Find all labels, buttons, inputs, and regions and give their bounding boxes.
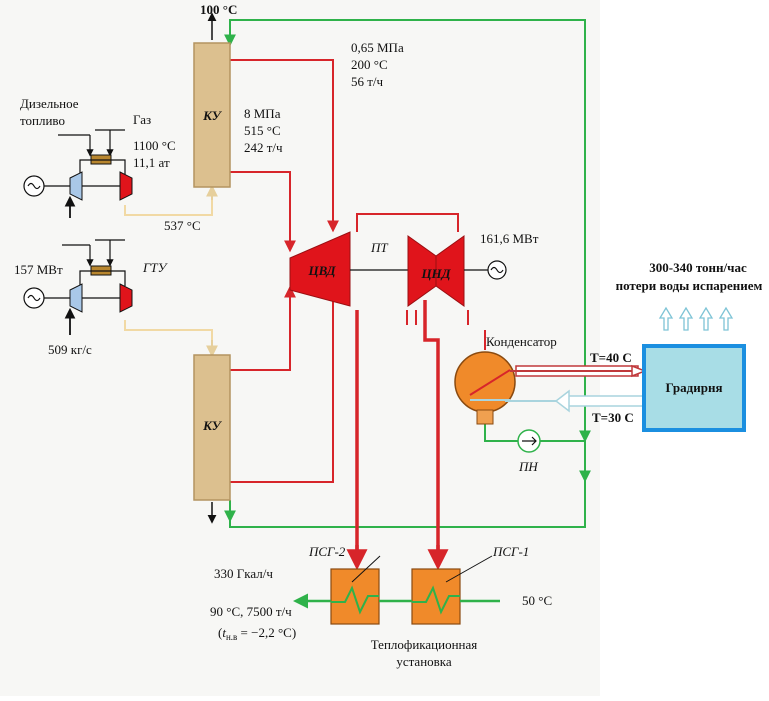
lp-cylinder-right	[435, 235, 465, 307]
gtu-label: ГТУ	[142, 260, 169, 275]
fuel-diesel-label-2: топливо	[20, 113, 65, 128]
ku-top-label: КУ	[202, 108, 223, 123]
turbine-icon	[119, 283, 133, 313]
evaporation-arrows	[658, 306, 734, 331]
psg2-leader	[351, 555, 381, 583]
hp-pressure-label: 8 МПа	[244, 106, 281, 121]
heating-label-1: Теплофикационная	[371, 637, 478, 652]
hp-cylinder	[289, 231, 351, 307]
gt-temp-label: 1100 °С	[133, 138, 176, 153]
gt-power-label: 157 МВт	[14, 262, 63, 277]
st-power-label: 161,6 МВт	[480, 231, 539, 246]
pt-label: ПТ	[370, 240, 388, 255]
air-flow-label: 509 кг/с	[48, 342, 92, 357]
t-hot-label: T=40 С	[590, 350, 632, 365]
gt-pressure-label: 11,1 ат	[133, 155, 170, 170]
compressor-icon	[69, 283, 83, 313]
condenser	[454, 351, 516, 413]
heat-recovery-boiler-top	[193, 42, 231, 188]
heating-label-2: установка	[396, 654, 452, 669]
steam-lines	[230, 59, 486, 483]
psg1-label: ПСГ-1	[492, 544, 529, 559]
hp-flow-label: 242 т/ч	[244, 140, 283, 155]
temp-100-label: 100 °C	[200, 2, 237, 17]
return-temp-label: 50 °С	[522, 593, 552, 608]
arrow-up-icon	[678, 306, 694, 331]
psg2-label: ПСГ-2	[308, 544, 346, 559]
pn-label: ПН	[518, 459, 538, 474]
cnd-label: ЦНД	[420, 266, 451, 281]
hp-temp-label: 515 °С	[244, 123, 281, 138]
exhaust-temp-label: 537 °С	[164, 218, 201, 233]
diagram-background	[0, 0, 600, 696]
gas-turbine-unit-2	[23, 239, 133, 335]
gas-turbine-unit-1	[23, 129, 133, 218]
psg1-leader	[445, 555, 493, 583]
fuel-diesel-label-1: Дизельное	[20, 96, 79, 111]
outdoor-temp-label: (tн.в = −2,2 °С)	[218, 625, 296, 642]
condenser-label: Конденсатор	[486, 334, 557, 349]
compressor-icon	[69, 171, 83, 201]
tower-label: Градирня	[665, 380, 722, 395]
arrow-up-icon	[658, 306, 674, 331]
arrow-up-icon	[698, 306, 714, 331]
arrow-up-icon	[718, 306, 734, 331]
feedwater-loop	[224, 19, 591, 528]
heat-recovery-boiler-bottom	[193, 354, 231, 501]
evap-label-2: потери воды испарением	[616, 278, 763, 293]
turbine-icon	[119, 171, 133, 201]
heat-load-label: 330 Гкал/ч	[214, 566, 273, 581]
cooling-tower	[642, 344, 746, 432]
cooling-lines	[505, 364, 648, 413]
cvd-label: ЦВД	[308, 263, 337, 278]
ku-bottom-label: КУ	[202, 418, 223, 433]
lp-temp-label: 200 °С	[351, 57, 388, 72]
t-cold-label: T=30 С	[592, 410, 634, 425]
lp-flow-label: 56 т/ч	[351, 74, 384, 89]
supply-label: 90 °С, 7500 т/ч	[210, 604, 292, 619]
evap-label-1: 300-340 тонн/час	[649, 260, 747, 275]
fuel-gas-label: Газ	[133, 112, 151, 127]
lp-pressure-label: 0,65 МПа	[351, 40, 404, 55]
extraction-lines	[355, 300, 440, 560]
